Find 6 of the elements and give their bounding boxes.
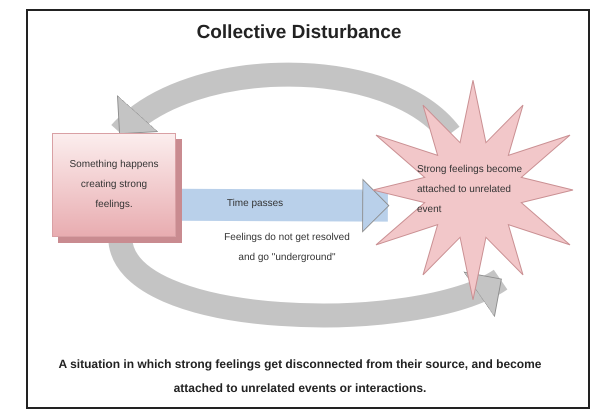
edge-label: Feelings do not get resolved and go "underground" [223, 231, 351, 265]
node-text: Something happens creating strong feelings. [68, 158, 160, 212]
title: Collective Disturbance [196, 22, 402, 44]
caption: A situation in which strong feelings get disconnected from their source, and become attached to unrelated events or interactions. [58, 356, 542, 397]
edge-label: Time passes [226, 197, 284, 211]
node-text: Strong feelings become attached to unrelated event [417, 163, 524, 217]
